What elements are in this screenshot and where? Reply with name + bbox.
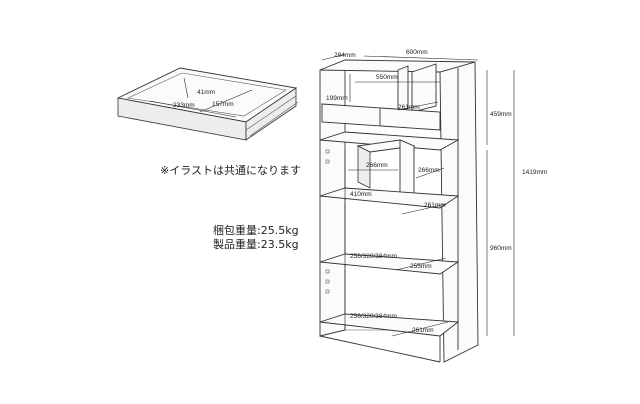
total-height-label: 1419mm — [522, 169, 547, 176]
shelf-depth-label-3: 261mm — [412, 327, 434, 334]
product-weight: 製品重量:23.5kg — [213, 237, 299, 251]
box-width-label-2: 266mm — [418, 167, 440, 174]
adjustable-heights-label-2: 256/320/384mm — [350, 313, 397, 320]
upper-height-label: 459mm — [490, 111, 512, 118]
depth-top-label: 284mm — [334, 52, 356, 59]
box-height-label: 410mm — [350, 191, 372, 198]
dimension-arrows — [321, 53, 515, 337]
drawer-depth-label: 157mm — [212, 101, 234, 108]
illustration-note: ※イラストは共通になります — [160, 164, 301, 177]
top-depth-label: 261mm — [398, 104, 420, 111]
drawer-width-label: 233mm — [173, 102, 195, 109]
lower-height-label: 960mm — [490, 245, 512, 252]
adjustable-heights-label-1: 256/320/384mm — [350, 253, 397, 260]
top-height-label: 199mm — [326, 95, 348, 102]
package-weight: 梱包重量:25.5kg — [213, 223, 299, 237]
shelf-unit — [319, 59, 479, 363]
box-width-label-1: 266mm — [366, 162, 388, 169]
width-top-label: 600mm — [406, 49, 428, 56]
drawer-illustration — [116, 67, 299, 141]
shelf-depth-label-1: 261mm — [424, 202, 446, 209]
drawer-height-label: 41mm — [197, 89, 215, 96]
inner-width-label: 550mm — [376, 74, 398, 81]
shelf-depth-label-2: 255mm — [410, 263, 432, 270]
